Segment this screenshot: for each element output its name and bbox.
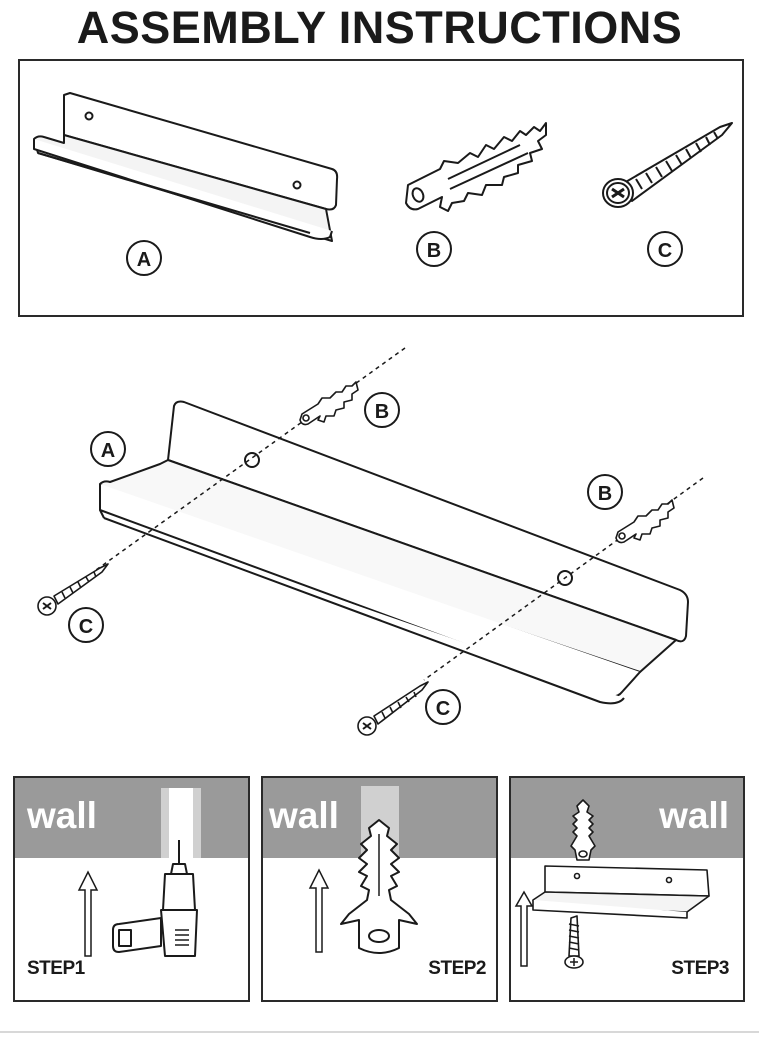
exploded-assembly-diagram: A B B C C [37, 347, 704, 736]
svg-text:B: B [375, 401, 389, 423]
shelf-icon [532, 865, 710, 919]
wall-band [511, 778, 743, 858]
step-1-illustration [77, 788, 201, 957]
svg-text:C: C [658, 240, 672, 262]
wall-label: wall [269, 795, 339, 836]
wall-anchor-icon [405, 122, 547, 212]
diagram-label-b-right: B [587, 474, 623, 510]
step-2-illustration [308, 786, 418, 954]
up-arrow-icon [514, 890, 534, 967]
screw-icon [564, 915, 584, 969]
wall-label: wall [659, 795, 729, 836]
screw-left [37, 563, 109, 616]
part-label-a: A [126, 240, 162, 276]
wall-anchor-left [299, 381, 359, 426]
shelf-icon [33, 92, 339, 242]
screw-icon [602, 122, 733, 208]
diagram-label-c-left: C [68, 607, 104, 643]
svg-text:C: C [79, 616, 93, 638]
step-1-label: STEP1 [27, 958, 85, 979]
diagram-label-c-right: C [425, 689, 461, 725]
page-title: ASSEMBLY INSTRUCTIONS [76, 2, 683, 53]
part-label-b: B [416, 231, 452, 267]
step-3-panel: wall STEP3 [509, 776, 745, 1002]
step-3-label: STEP3 [671, 958, 729, 979]
up-arrow-icon [77, 870, 99, 957]
part-label-c: C [647, 231, 683, 267]
parts-list-box: A B C [18, 59, 744, 317]
wall-band [15, 778, 248, 858]
footer-divider [0, 1031, 759, 1033]
step-2-panel: wall STEP2 [261, 776, 498, 1002]
diagram-label-b-left: B [364, 392, 400, 428]
wall-anchor-right [615, 499, 675, 544]
step-1-panel: wall STEP1 [13, 776, 250, 1002]
svg-text:C: C [436, 698, 450, 720]
wall-anchor-icon [340, 819, 418, 954]
step-3-illustration [514, 799, 710, 969]
screw-right [357, 681, 429, 736]
parts-illustration [33, 92, 733, 242]
diagram-label-a: A [90, 431, 126, 467]
step-2-label: STEP2 [428, 958, 486, 979]
drill-icon [112, 840, 198, 957]
up-arrow-icon [308, 868, 330, 953]
svg-text:A: A [137, 249, 151, 271]
svg-text:A: A [101, 440, 115, 462]
wall-anchor-icon [570, 799, 596, 861]
svg-text:B: B [598, 483, 612, 505]
part-labels: A B C [126, 231, 683, 276]
shelf-drawing [99, 400, 689, 705]
svg-text:B: B [427, 240, 441, 262]
wall-label: wall [27, 795, 97, 836]
